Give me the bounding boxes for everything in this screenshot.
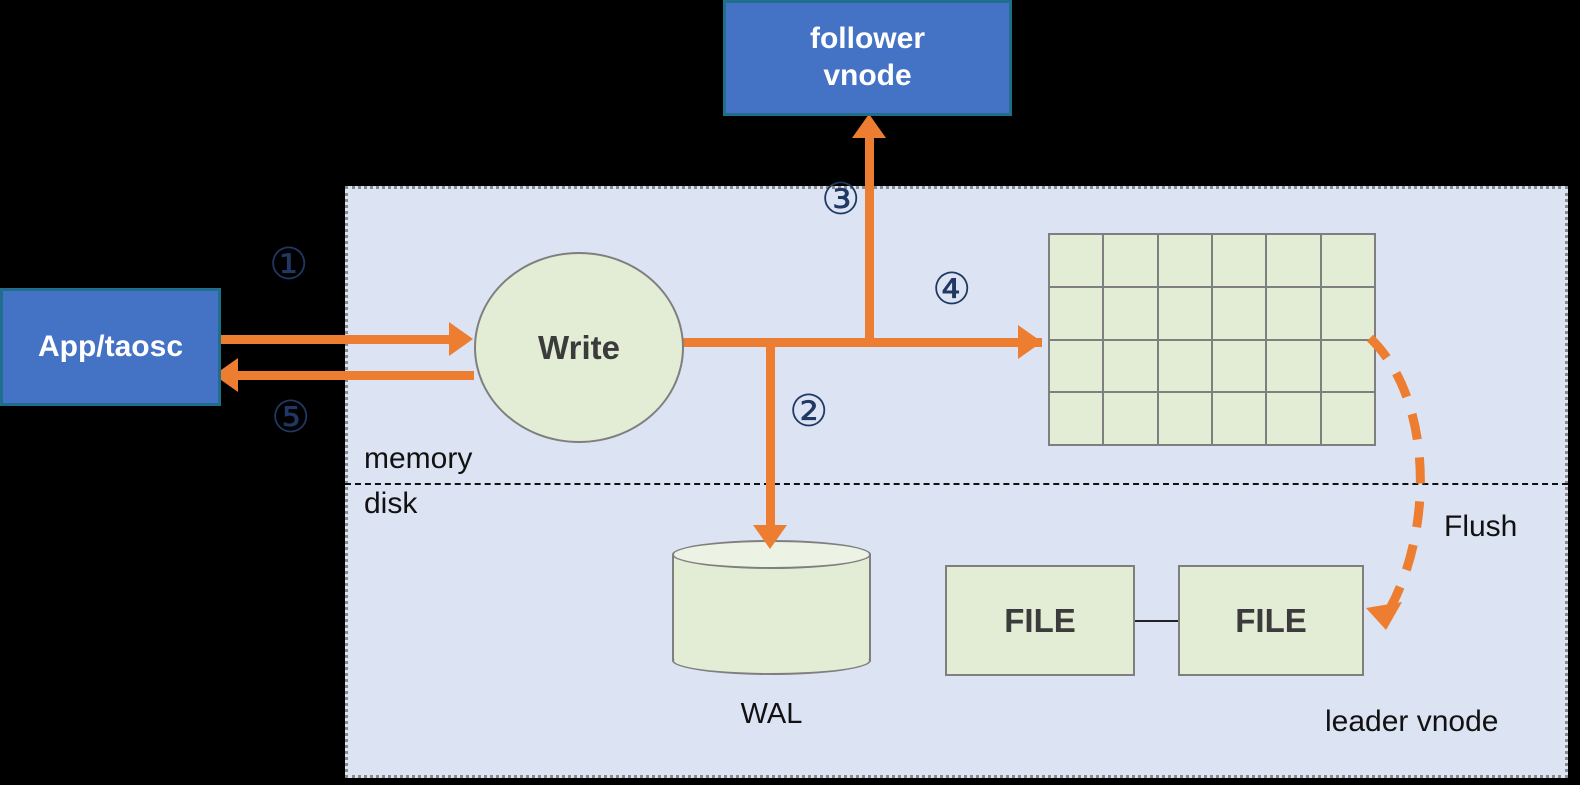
flow-line-write-to-app <box>238 371 474 380</box>
wal-cylinder <box>672 540 871 675</box>
memtable-cell <box>1267 287 1320 339</box>
leader-vnode-label: leader vnode <box>1325 705 1499 738</box>
flow-line-write-to-wal <box>766 342 775 530</box>
step-number-2: ② <box>789 386 829 437</box>
arrowhead-to-follower <box>852 114 886 138</box>
memory-disk-divider <box>345 483 1568 485</box>
memtable-cell <box>1267 340 1320 392</box>
step-number-5: ⑤ <box>271 392 311 443</box>
memtable-cell <box>1050 393 1103 444</box>
memtable-cell <box>1267 235 1320 286</box>
memtable-grid <box>1048 233 1376 446</box>
memtable-cell <box>1104 235 1157 286</box>
arrowhead-to-write <box>449 322 473 356</box>
memtable-cell <box>1212 340 1266 392</box>
file-box-2: FILE <box>1178 565 1364 676</box>
flush-label: Flush <box>1444 510 1518 543</box>
flow-line-write-trunk <box>680 338 1042 347</box>
memtable-cell <box>1104 393 1157 444</box>
step-number-4: ④ <box>932 264 972 315</box>
memtable-cell <box>1158 287 1211 339</box>
memtable-cell <box>1158 393 1211 444</box>
follower-vnode-line1: follower <box>809 22 925 56</box>
flow-line-write-to-follower <box>865 133 874 343</box>
wal-label: WAL <box>740 698 803 730</box>
wal-cylinder-body <box>672 554 871 661</box>
memtable-cell <box>1050 235 1103 286</box>
memtable-cell <box>1321 287 1374 339</box>
memtable-cell <box>1050 340 1103 392</box>
flow-line-app-to-write <box>221 335 454 344</box>
file-box-1: FILE <box>945 565 1135 676</box>
arrowhead-to-wal <box>753 525 787 549</box>
memtable-cell <box>1321 340 1374 392</box>
memtable-cell <box>1158 340 1211 392</box>
file-connector-line <box>1135 620 1178 622</box>
memtable-cell <box>1158 235 1211 286</box>
flush-arrow <box>1366 334 1425 630</box>
flush-arrowhead <box>1366 602 1402 630</box>
memtable-cell <box>1104 287 1157 339</box>
write-node: Write <box>474 252 684 443</box>
step-number-1: ① <box>269 239 309 290</box>
memtable-cell <box>1104 340 1157 392</box>
memtable-cell <box>1212 235 1266 286</box>
memtable-cell <box>1321 235 1374 286</box>
disk-label: disk <box>364 487 418 520</box>
follower-vnode-node: follower vnode <box>723 0 1012 116</box>
memtable-cell <box>1267 393 1320 444</box>
arrowhead-to-memtable <box>1018 325 1042 359</box>
memtable-cell <box>1212 287 1266 339</box>
memory-label: memory <box>364 442 473 475</box>
memtable-cell <box>1050 287 1103 339</box>
flush-curve-path <box>1366 334 1425 625</box>
step-number-3: ③ <box>821 174 861 225</box>
memtable-cell <box>1321 393 1374 444</box>
memtable-cell <box>1212 393 1266 444</box>
follower-vnode-line2: vnode <box>823 59 912 92</box>
app-taosc-node: App/taosc <box>0 288 221 406</box>
